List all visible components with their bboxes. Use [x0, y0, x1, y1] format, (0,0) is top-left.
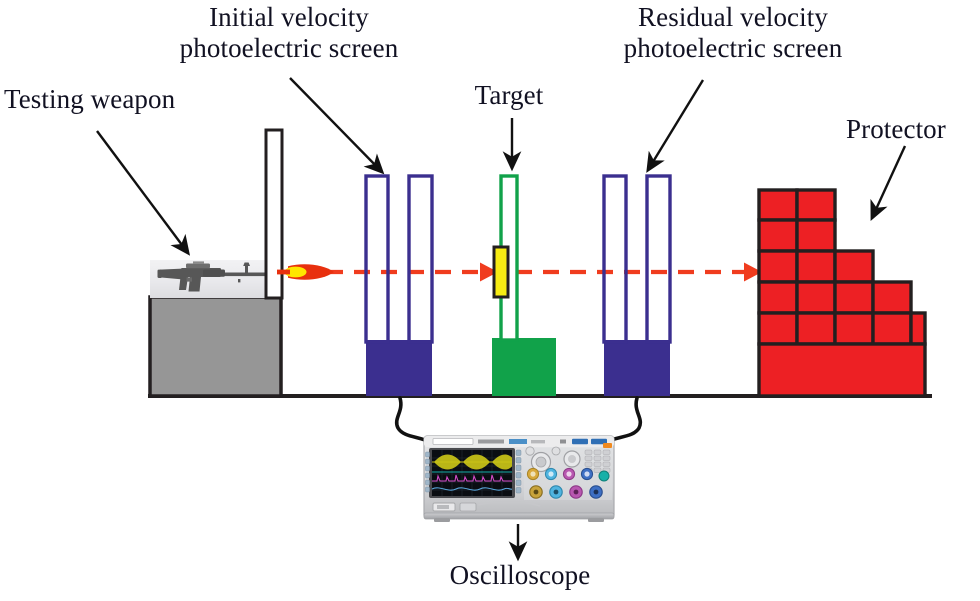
label-residual-velocity-screen: Residual velocity photoelectric screen	[623, 2, 843, 63]
scope-button-grid	[584, 449, 611, 473]
label-target: Target	[474, 80, 544, 110]
brick	[757, 280, 799, 315]
brick	[871, 311, 913, 346]
scope-channel-knobs	[526, 467, 610, 482]
arrow-testing-weapon	[96, 130, 191, 256]
initial-screen-base	[366, 340, 432, 396]
brick	[795, 249, 837, 284]
initial-velocity-screen	[364, 174, 434, 396]
brick	[757, 218, 799, 253]
brick	[757, 249, 799, 284]
scope-trace-ch4	[432, 487, 512, 491]
brick	[795, 280, 837, 315]
scope-run-stop-button	[603, 443, 612, 448]
arrow-protector	[870, 145, 907, 222]
target-plate	[492, 245, 510, 299]
brick	[833, 280, 875, 315]
rifle-receiver	[181, 268, 221, 277]
scope-usb-port	[432, 502, 456, 512]
brick	[871, 280, 913, 315]
residual-velocity-screen	[602, 174, 672, 396]
scope-trace-ch3	[432, 474, 512, 482]
initial-screen-panel-right	[407, 174, 434, 344]
scope-knob-horizontal	[530, 451, 552, 473]
brick	[795, 218, 837, 253]
brick	[757, 188, 799, 222]
bullet-trajectory	[300, 262, 762, 282]
scope-knob-trigger	[525, 446, 535, 456]
target-base	[492, 338, 556, 396]
scope-left-softkeys	[425, 451, 430, 493]
scope-knob-scale	[551, 446, 561, 456]
scope-foot-right	[588, 518, 604, 522]
scope-foot-left	[434, 518, 450, 522]
label-protector: Protector	[846, 114, 946, 144]
brick	[833, 311, 875, 346]
brick	[909, 311, 927, 346]
scope-bnc-connectors	[529, 485, 603, 499]
projectile	[277, 264, 334, 280]
cable-residual-screen	[602, 396, 643, 445]
cable-initial-screen	[394, 396, 434, 445]
rifle-magazine	[188, 277, 201, 292]
annotation-arrows	[96, 77, 907, 562]
trajectory-arrowhead-right	[744, 262, 762, 282]
protector-base-slab	[757, 342, 927, 398]
initial-screen-panel-left	[364, 174, 390, 344]
projectile-tracer	[284, 266, 307, 278]
weapon-platform	[148, 295, 283, 398]
scope-trace-ch1	[434, 454, 512, 470]
rifle-assembly	[150, 260, 281, 298]
scope-right-softkeys	[515, 449, 522, 494]
brick	[833, 249, 875, 284]
label-oscilloscope: Oscilloscope	[449, 560, 591, 590]
label-initial-velocity-screen: Initial velocity photoelectric screen	[179, 2, 399, 63]
signal-cables	[394, 396, 643, 445]
arrow-initial-screen	[289, 77, 385, 175]
protector-wall	[757, 188, 927, 398]
oscilloscope	[423, 435, 615, 522]
brick	[795, 311, 837, 346]
rifle-barrel	[215, 272, 271, 277]
residual-screen-panel-right	[645, 174, 672, 344]
residual-screen-base	[604, 340, 670, 396]
target-frame	[499, 174, 519, 342]
brick	[795, 188, 837, 222]
brick	[757, 311, 799, 346]
scope-knob-vertical	[563, 450, 581, 468]
residual-screen-panel-left	[602, 174, 628, 344]
trajectory-arrowhead-mid	[480, 262, 498, 282]
target-assembly	[492, 174, 556, 396]
label-testing-weapon: Testing weapon	[4, 84, 176, 114]
arrow-residual-screen	[646, 79, 705, 173]
support-mast	[264, 128, 284, 300]
